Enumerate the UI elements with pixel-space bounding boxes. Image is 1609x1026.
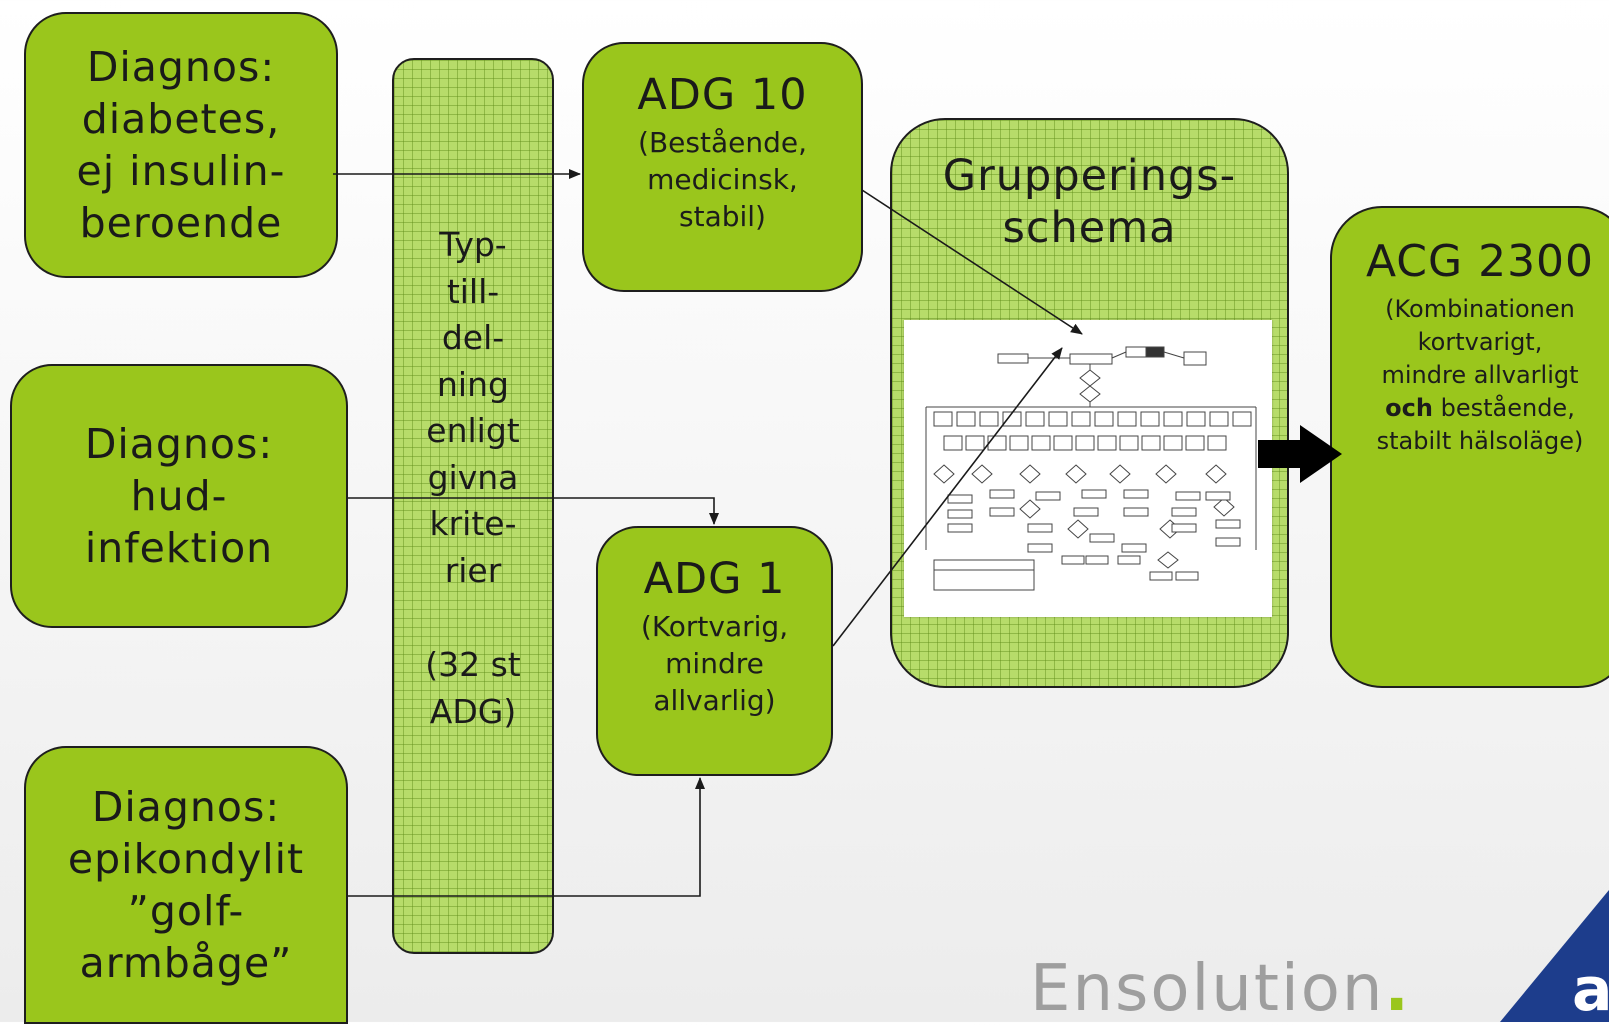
acg-line: kortvarigt, xyxy=(1417,328,1543,356)
flowchart-node xyxy=(1163,411,1183,427)
type-assignment-column: Typ- till- del- ning enligt givna krite-… xyxy=(392,58,554,954)
type-line: Typ- xyxy=(439,225,507,264)
adg10-line: medicinsk, xyxy=(647,163,798,196)
diagnosis-line: hud- xyxy=(130,472,228,520)
acg-line: mindre allvarligt xyxy=(1381,361,1579,389)
diagnosis-line: diabetes, xyxy=(81,95,281,143)
logo-dot: . xyxy=(1384,952,1411,1026)
diagnosis-line: Diagnos: xyxy=(84,420,274,468)
diagnosis-box-hudinfektion: Diagnos: hud- infektion xyxy=(10,364,348,628)
adg1-title: ADG 1 xyxy=(643,554,786,604)
ac-logo-icon: ac xyxy=(1500,890,1609,1022)
adg10-title: ADG 10 xyxy=(637,70,808,120)
flowchart-node xyxy=(933,411,953,427)
diagnosis-box-diabetes: Diagnos: diabetes, ej insulin- beroende xyxy=(24,12,338,278)
diagnosis-line: ej insulin- xyxy=(76,147,286,195)
flowchart-node xyxy=(1048,411,1068,427)
adg1-line: allvarlig) xyxy=(653,684,776,717)
type-line: ning xyxy=(437,364,509,404)
flowchart-schema-image xyxy=(904,320,1272,617)
acg-description: (Kombinationen kortvarigt, mindre allvar… xyxy=(1377,293,1584,458)
flowchart-node xyxy=(1117,411,1137,427)
flowchart-node xyxy=(987,435,1007,451)
flowchart-node xyxy=(965,435,985,451)
flowchart-node xyxy=(1094,411,1114,427)
diagnosis-box-epikondylit: Diagnos: epikondylit ”golf- armbåge” xyxy=(24,746,348,1024)
flowchart-node xyxy=(1209,411,1229,427)
flowchart-node xyxy=(1097,435,1117,451)
grouping-schema-title: Grupperings- schema xyxy=(943,150,1236,254)
acg-bold-word: och xyxy=(1385,394,1433,422)
flowchart-node xyxy=(1002,411,1022,427)
type-line: enligt xyxy=(426,411,520,450)
logo-text: Ensolution xyxy=(1030,952,1385,1026)
flowchart-node xyxy=(1053,435,1073,451)
adg10-box: ADG 10 (Bestående, medicinsk, stabil) xyxy=(582,42,863,292)
flowchart-node xyxy=(1163,435,1183,451)
adg-count-line: (32 st xyxy=(425,645,521,684)
grouping-title-line: Grupperings- xyxy=(942,151,1237,201)
adg1-description: (Kortvarig, mindre allvarlig) xyxy=(641,608,788,719)
adg10-description: (Bestående, medicinsk, stabil) xyxy=(638,124,807,235)
flowchart-node xyxy=(1207,435,1227,451)
flowchart-node xyxy=(1071,411,1091,427)
grouping-title-line: schema xyxy=(1002,203,1177,253)
acg-line: och bestående, xyxy=(1377,392,1584,425)
flowchart-node xyxy=(1140,411,1160,427)
flowchart-node xyxy=(979,411,999,427)
adg-count-line: ADG) xyxy=(429,691,517,731)
flowchart-node xyxy=(1141,435,1161,451)
ensolution-logo: Ensolution. xyxy=(1030,952,1411,1026)
acg-line: stabilt hälsoläge) xyxy=(1376,427,1584,455)
type-line: rier xyxy=(444,550,502,590)
adg1-line: mindre xyxy=(665,647,764,680)
diagnosis-line: Diagnos: xyxy=(91,783,281,831)
flowchart-node xyxy=(956,411,976,427)
adg1-box: ADG 1 (Kortvarig, mindre allvarlig) xyxy=(596,526,833,776)
diagnosis-line: ”golf- xyxy=(127,887,245,935)
adg1-line: (Kortvarig, xyxy=(640,610,789,643)
diagnosis-line: epikondylit xyxy=(67,835,305,883)
diagnosis-line: infektion xyxy=(84,524,274,572)
type-line: del- xyxy=(441,318,505,357)
flowchart-node xyxy=(1232,411,1252,427)
flowchart-node xyxy=(1075,435,1095,451)
flowchart-node xyxy=(943,435,963,451)
flowchart-node xyxy=(1119,435,1139,451)
acg-line-rest: bestående, xyxy=(1432,394,1575,422)
diagnosis-line: armbåge” xyxy=(79,939,293,987)
type-line: krite- xyxy=(429,504,517,543)
acg-line: (Kombinationen xyxy=(1385,295,1575,323)
flowchart-node xyxy=(1186,411,1206,427)
type-line: till- xyxy=(446,271,500,311)
adg10-line: (Bestående, xyxy=(638,126,807,159)
flowchart-node xyxy=(1185,435,1205,451)
adg10-line: stabil) xyxy=(679,200,766,233)
acg-title: ACG 2300 xyxy=(1365,236,1595,287)
type-line: givna xyxy=(427,457,519,497)
flowchart-node xyxy=(1025,411,1045,427)
flowchart-node xyxy=(1009,435,1029,451)
ac-logo-text: ac xyxy=(1572,955,1609,1022)
diagnosis-line: Diagnos: xyxy=(86,43,276,91)
flowchart-node xyxy=(1031,435,1051,451)
flowchart-thumbnail xyxy=(925,346,1257,591)
acg-result-box: ACG 2300 (Kombinationen kortvarigt, mind… xyxy=(1330,206,1609,688)
diagnosis-line: beroende xyxy=(79,199,283,247)
